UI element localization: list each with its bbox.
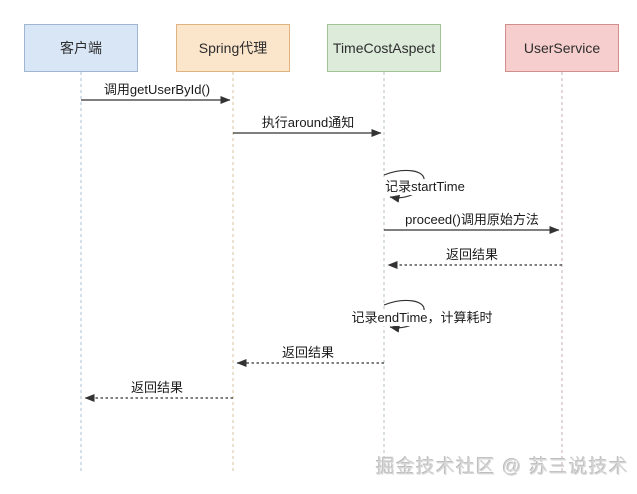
watermark: 掘金技术社区 @ 苏三说技术 [376,457,629,478]
message-label-call-getuserbyid: 调用getUserById() [100,82,214,98]
message-label-proceed-call: proceed()调用原始方法 [402,212,542,228]
message-label-record-endtime: 记录endTime，计算耗时 [348,310,496,326]
message-label-return-to-proxy: 返回结果 [278,345,338,361]
actor-label-client: 客户端 [60,40,102,56]
actor-box-timecostaspect: TimeCostAspect [327,24,441,72]
message-label-return-to-client: 返回结果 [127,380,187,396]
message-label-return-to-aspect: 返回结果 [442,247,502,263]
message-label-record-starttime: 记录startTime [382,179,468,195]
actor-box-spring-proxy: Spring代理 [176,24,290,72]
actor-label-timecostaspect: TimeCostAspect [332,40,436,56]
actor-box-userservice: UserService [505,24,619,72]
actor-label-spring-proxy: Spring代理 [198,40,268,56]
message-label-around-advice: 执行around通知 [258,115,358,131]
actor-box-client: 客户端 [24,24,138,72]
actor-label-userservice: UserService [523,40,601,56]
